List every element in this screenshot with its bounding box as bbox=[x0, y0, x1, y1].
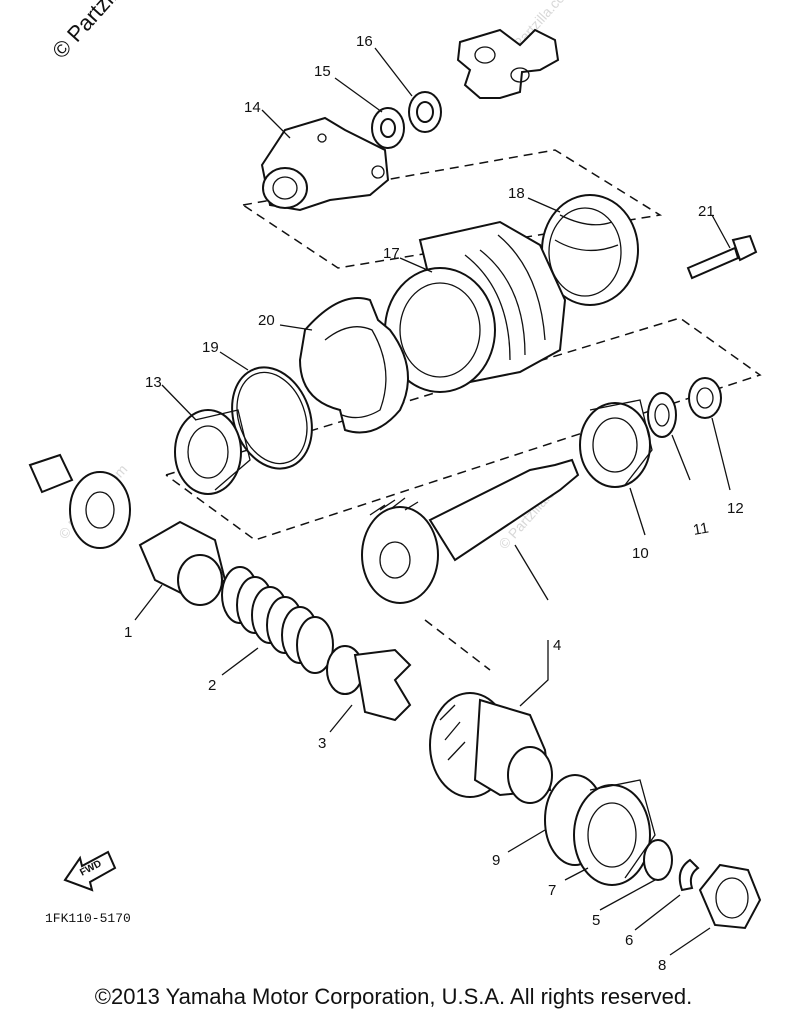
callout-1: 1 bbox=[124, 624, 132, 641]
callout-4: 4 bbox=[553, 637, 561, 654]
part-4-pinion-gear-shaft bbox=[361, 458, 580, 604]
part-12-nut bbox=[688, 377, 722, 419]
callout-13: 13 bbox=[145, 374, 162, 391]
callout-2: 2 bbox=[208, 677, 216, 694]
part-5-washer bbox=[643, 839, 673, 881]
part-15-washer bbox=[371, 107, 405, 149]
part-13-bearing bbox=[174, 409, 251, 495]
callout-9: 9 bbox=[492, 852, 500, 869]
callout-3: 3 bbox=[318, 735, 326, 752]
callout-6: 6 bbox=[625, 932, 633, 949]
copyright-notice: ©2013 Yamaha Motor Corporation, U.S.A. A… bbox=[94, 984, 693, 1009]
part-1-sleeve bbox=[138, 520, 227, 606]
drive-shaft-end bbox=[28, 453, 131, 549]
part-2-spring bbox=[221, 566, 334, 674]
part-21-bolt bbox=[686, 234, 758, 280]
callout-21: 21 bbox=[698, 203, 715, 220]
callout-16: 16 bbox=[356, 33, 373, 50]
callout-14: 14 bbox=[244, 99, 261, 116]
callout-17: 17 bbox=[383, 245, 400, 262]
part-4-ring-gear bbox=[429, 692, 553, 804]
callout-20: 20 bbox=[258, 312, 275, 329]
callout-19: 19 bbox=[202, 339, 219, 356]
callout-8: 8 bbox=[658, 957, 666, 974]
callout-10: 10 bbox=[632, 545, 649, 562]
forward-arrow-icon: FWD bbox=[63, 850, 117, 892]
watermark-top-left: © Partzilla.com bbox=[47, 0, 165, 63]
part-8-nut bbox=[698, 863, 762, 930]
part-14-yoke bbox=[260, 116, 390, 212]
callout-7: 7 bbox=[548, 882, 556, 899]
callout-5: 5 bbox=[592, 912, 600, 929]
callout-15: 15 bbox=[314, 63, 331, 80]
part-6-lock-washer bbox=[678, 858, 700, 892]
diagram-code: 1FK110-5170 bbox=[45, 911, 131, 926]
part-10-bearing bbox=[579, 399, 653, 488]
universal-joint-cross bbox=[456, 28, 560, 99]
part-20-shim bbox=[298, 297, 409, 434]
callout-12: 12 bbox=[727, 500, 744, 517]
part-7-bearing bbox=[573, 779, 656, 886]
callout-11: 11 bbox=[692, 519, 710, 538]
part-16-nut bbox=[408, 91, 442, 133]
part-17-bearing-housing bbox=[384, 220, 567, 393]
callout-18: 18 bbox=[508, 185, 525, 202]
part-11-washer bbox=[647, 392, 677, 438]
part-18-rubber-boot bbox=[541, 194, 639, 306]
part-3-coupling bbox=[326, 645, 412, 722]
